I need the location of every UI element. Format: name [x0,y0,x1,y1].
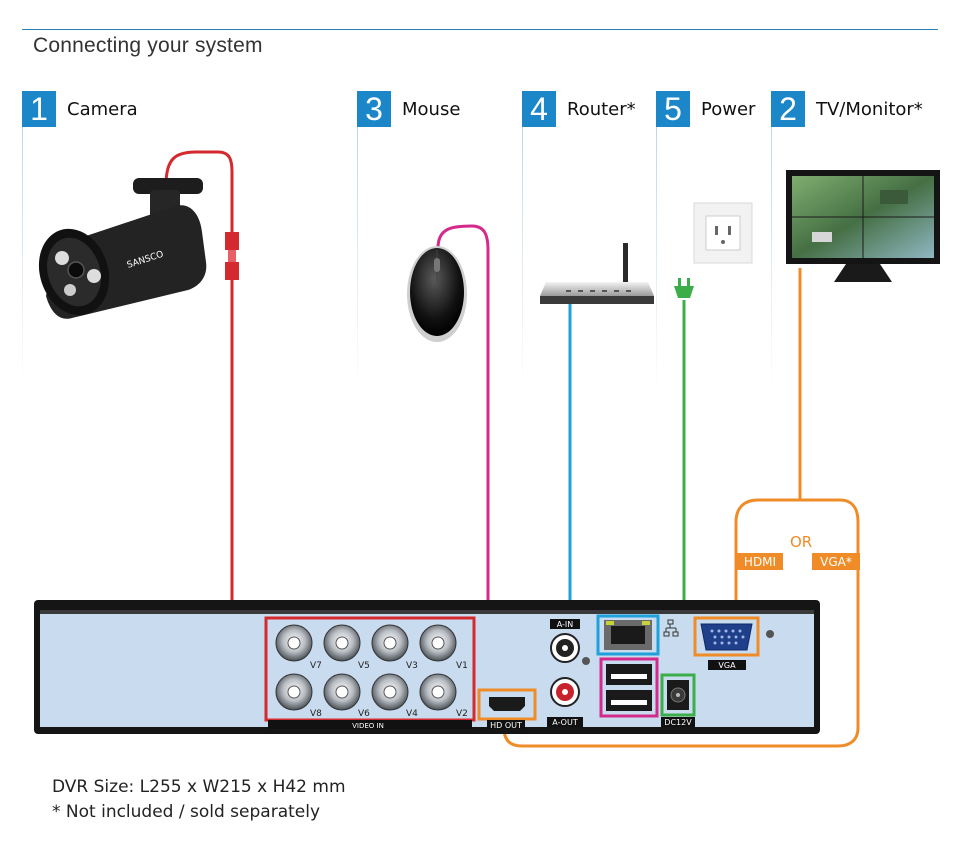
usb-highlight [599,657,659,718]
hdmi-port [489,697,525,711]
hdmi-tag [737,553,783,570]
dvr-size-note: DVR Size: L255 x W215 x H42 mm [52,777,346,797]
mouse-device [407,246,467,342]
step-monitor: 2 TV/Monitor* [771,91,923,127]
step-number-badge: 2 [771,91,805,127]
bnc-port [419,624,457,662]
router-cable [568,300,600,622]
video-in-strip [268,720,472,729]
bnc-port [371,673,409,711]
vga-highlight [693,616,760,657]
bnc-label: V3 [406,661,418,671]
audio-in-port [550,633,580,663]
bnc-label: V2 [456,709,468,719]
a-out-label: A-OUT [552,718,578,727]
bnc-port [371,624,409,662]
dc-power-port [667,680,689,710]
step-mouse: 3 Mouse [357,91,460,127]
dvr-recorder [34,600,820,734]
dc-strip [661,717,695,727]
bullet-camera: SANSCO [38,178,207,319]
a-in-label: A-IN [557,620,574,629]
power-plug [674,278,694,298]
ethernet-port [604,620,652,650]
network-icon [663,619,679,637]
bnc-label: V6 [358,709,370,719]
bnc-label: V5 [358,661,370,671]
vga-tag-label: VGA* [820,555,852,569]
lan-highlight [596,614,660,656]
dc12v-label: DC12V [664,718,692,727]
bnc-label: V4 [406,709,418,719]
monitor-cable [502,268,860,748]
bnc-port [323,624,361,662]
column-divider [771,127,772,392]
vga-tag [812,553,860,570]
cable-connector [225,262,239,280]
screw [582,657,590,665]
step-camera: 1 Camera [22,91,138,127]
column-divider [357,127,358,392]
wall-socket [693,202,753,264]
tv-monitor [786,170,940,282]
vga-label: VGA [718,661,736,670]
hdmi-out-highlight [477,688,537,721]
bnc-port [419,673,457,711]
cable-connector-joint [228,250,236,262]
or-label: OR [790,533,812,551]
step-power: 5 Power [656,91,755,127]
router-device [540,243,654,304]
header-rule [22,29,938,30]
step-number-badge: 1 [22,91,56,127]
step-label: Mouse [402,98,461,120]
bnc-label: V1 [456,661,468,671]
hdmi-tag-label: HDMI [744,555,776,569]
a-in-strip [550,619,580,629]
video-in-label: VIDEO IN [352,722,384,730]
hdmi-strip [487,720,525,729]
vga-strip [708,660,746,670]
usb-port [606,690,652,711]
step-label: Router* [567,98,636,120]
cable-connector [225,232,239,250]
a-out-strip [547,717,583,727]
step-number-badge: 5 [656,91,690,127]
column-divider [522,127,523,392]
dc-highlight [660,673,696,717]
bnc-ports [275,624,457,711]
step-label: TV/Monitor* [816,98,923,120]
step-label: Camera [67,98,138,120]
not-included-note: * Not included / sold separately [52,802,321,822]
audio-out-port [550,677,580,707]
step-router: 4 Router* [522,91,636,127]
usb-port [606,664,652,685]
page-title: Connecting your system [33,34,263,57]
screw [766,630,774,638]
hdmi-out-label: HD OUT [490,721,522,730]
column-divider [22,127,23,392]
step-number-badge: 3 [357,91,391,127]
vga-port [700,623,753,651]
bnc-port [323,673,361,711]
step-label: Power [701,98,756,120]
bnc-port [275,624,313,662]
bnc-label: V8 [310,709,322,719]
step-number-badge: 4 [522,91,556,127]
bnc-label: V7 [310,661,322,671]
bnc-port [275,673,313,711]
column-divider [656,127,657,392]
